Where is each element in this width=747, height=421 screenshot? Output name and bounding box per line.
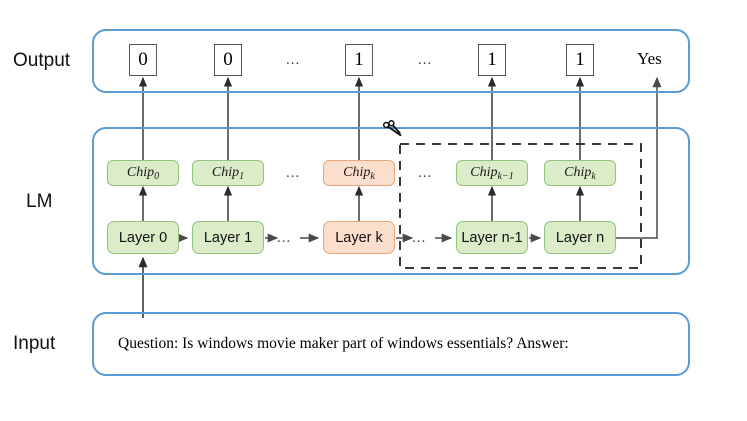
output-token-0: 0 [129,44,157,76]
layer-k: Layer k [323,221,395,254]
layer-1: Layer 1 [192,221,264,254]
input-panel [92,312,690,376]
chip-1-sub: 1 [239,170,245,182]
chip-ellipsis-0: ... [286,165,301,181]
layer-n-minus-1: Layer n-1 [456,221,528,254]
chip-k-cut-sub: k [370,170,375,182]
input-prompt-text: Question: Is windows movie maker part of… [118,335,569,352]
chip-0-sub: 0 [154,170,160,182]
layer-ellipsis-0: ... [277,230,292,246]
output-ellipsis-0: ... [286,52,301,68]
row-label-lm: LM [26,191,53,212]
row-label-input: Input [13,333,56,354]
chip-k-last-label: Chip [564,165,592,180]
output-final-answer: Yes [637,49,662,68]
chip-1-label: Chip [211,165,240,180]
chip-k-minus-1-label: Chip [470,165,498,180]
layer-n: Layer n [544,221,616,254]
output-token-1: 0 [214,44,242,76]
layer-0: Layer 0 [107,221,179,254]
output-token-4: 1 [566,44,594,76]
layer-ellipsis-1: ... [412,230,427,246]
row-label-output: Output [13,50,71,71]
output-token-2: 1 [345,44,373,76]
output-panel [92,29,690,93]
chip-ellipsis-1: ... [418,165,433,181]
dashed-cut-region [399,143,642,269]
scissors-icon [381,120,405,144]
chip-0-label: Chip [126,165,155,180]
chip-k-last-sub: k [591,170,596,182]
chip-k-minus-1-sub: k−1 [497,170,514,182]
chip-k-cut-label: Chip [343,165,371,180]
output-token-3: 1 [478,44,506,76]
arrow-layern-to-yes [616,76,662,239]
output-ellipsis-1: ... [418,52,433,68]
